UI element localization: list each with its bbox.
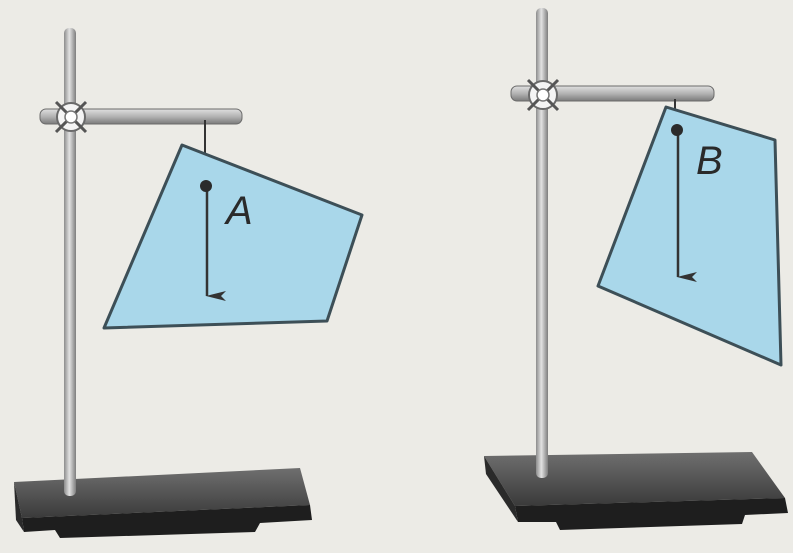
stand-b-rod [536,8,548,478]
stand-a: A [14,28,364,538]
stand-a-label: A [224,189,253,233]
stand-b-label: B [696,139,723,183]
stand-a-base [14,468,312,538]
stand-a-plate [102,143,364,330]
stand-a-rod [64,28,76,496]
stand-a-cross-arm [39,108,243,125]
stand-b-base [484,452,788,530]
stand-b: B [484,8,788,530]
stand-b-pivot-point [671,124,683,136]
stand-b-clamp [526,78,560,112]
stand-b-cross-arm [510,85,715,102]
stand-a-pivot-point [200,180,212,192]
stand-b-plate [596,105,783,367]
stand-a-clamp [54,100,88,134]
